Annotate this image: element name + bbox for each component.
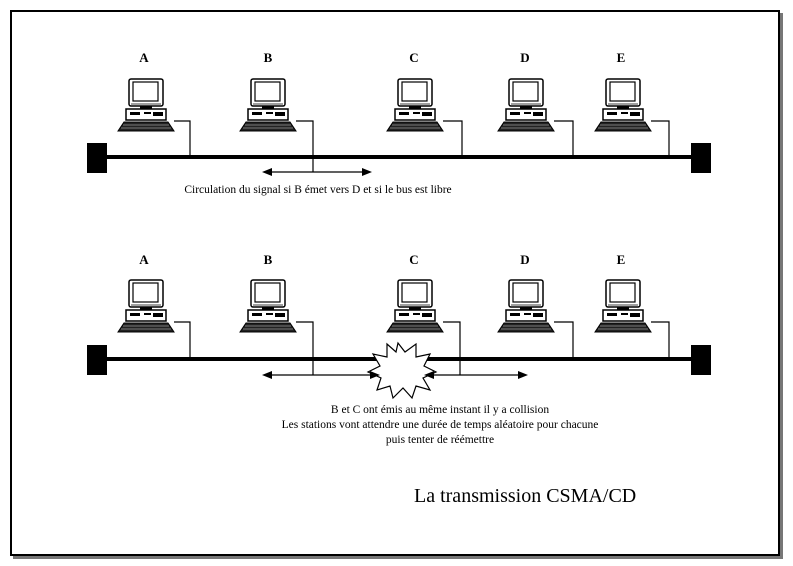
diagram-1-caption: Circulation du signal si B émet vers D e… (184, 184, 451, 196)
station-label-a: A (139, 50, 149, 65)
computer-icon (497, 78, 555, 132)
collision-burst-icon (366, 341, 438, 400)
computer-icon (386, 279, 444, 333)
station-label-c: C (409, 252, 418, 267)
station-label-e: E (617, 252, 626, 267)
terminator-icon (691, 143, 711, 173)
computer-icon (497, 279, 555, 333)
page-border (10, 10, 780, 556)
computer-icon (594, 279, 652, 333)
station-label-b: B (264, 50, 273, 65)
terminator-icon (691, 345, 711, 375)
station-label-a: A (139, 252, 149, 267)
computer-icon (239, 279, 297, 333)
computer-icon (386, 78, 444, 132)
station-label-c: C (409, 50, 418, 65)
diagram-2-caption-line-2: Les stations vont attendre une durée de … (282, 419, 599, 431)
page-title: La transmission CSMA/CD (414, 485, 636, 507)
terminator-icon (87, 345, 107, 375)
computer-icon (117, 279, 175, 333)
diagram-2-caption-line-3: puis tenter de réémettre (386, 434, 494, 446)
computer-icon (117, 78, 175, 132)
computer-icon (594, 78, 652, 132)
station-label-d: D (520, 252, 529, 267)
diagram-2-caption-line-1: B et C ont émis au même instant il y a c… (331, 404, 549, 416)
station-label-d: D (520, 50, 529, 65)
diagram-1: A B C D E Circulation d (87, 50, 711, 196)
terminator-icon (87, 143, 107, 173)
computer-icon (239, 78, 297, 132)
station-label-e: E (617, 50, 626, 65)
diagram-2: A B C D E (87, 252, 711, 446)
station-label-b: B (264, 252, 273, 267)
